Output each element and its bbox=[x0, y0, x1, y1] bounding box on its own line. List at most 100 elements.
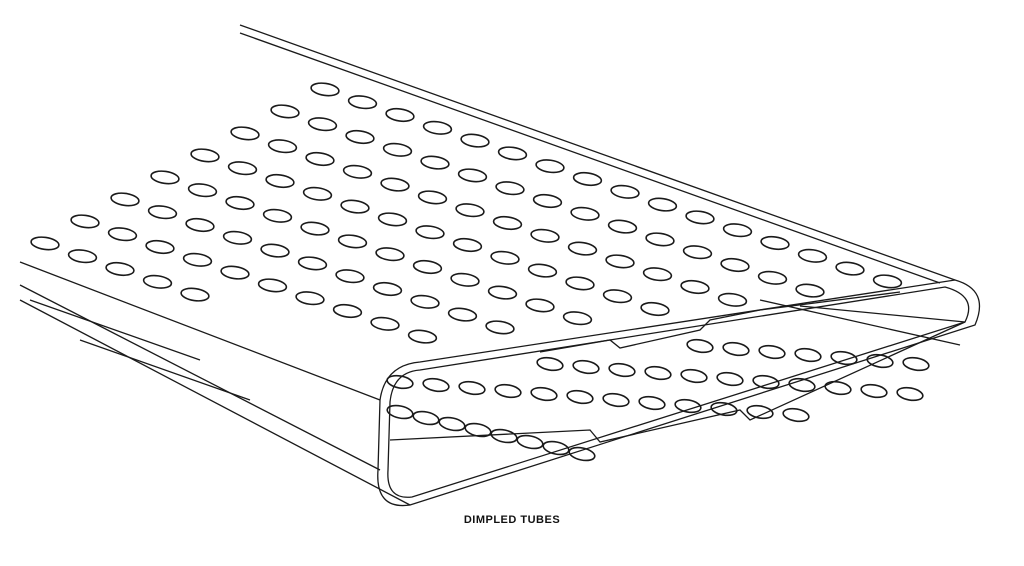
inner-dimple bbox=[830, 350, 858, 366]
dimple bbox=[265, 173, 295, 189]
dimple bbox=[347, 95, 378, 110]
dimple bbox=[570, 206, 600, 221]
dimple bbox=[407, 329, 438, 344]
dimple bbox=[302, 186, 333, 201]
dimple bbox=[645, 232, 675, 247]
inner-dimple bbox=[458, 380, 486, 396]
dimple bbox=[342, 164, 373, 179]
dimple bbox=[567, 241, 598, 256]
inner-dimple bbox=[794, 347, 822, 363]
inner-dimple bbox=[782, 407, 810, 423]
dimple bbox=[527, 263, 558, 278]
dimple bbox=[722, 223, 753, 238]
dimple bbox=[335, 269, 365, 284]
dimple bbox=[642, 267, 673, 282]
inner-dimple bbox=[824, 380, 852, 396]
dimple bbox=[532, 193, 563, 209]
dimple bbox=[415, 225, 445, 240]
dimple bbox=[187, 183, 218, 198]
dimple bbox=[332, 303, 363, 319]
dimple bbox=[492, 215, 523, 231]
dimple bbox=[422, 120, 453, 135]
dimple bbox=[420, 155, 450, 170]
inner-dimple bbox=[412, 410, 440, 426]
inner-dimple bbox=[494, 383, 522, 399]
dimple bbox=[337, 234, 368, 249]
inner-dimple bbox=[860, 383, 888, 399]
dimple bbox=[680, 279, 710, 295]
inner-dimple bbox=[638, 395, 666, 411]
inner-dimple bbox=[686, 338, 714, 354]
dimple bbox=[455, 203, 485, 218]
dimple bbox=[640, 301, 670, 317]
dimple bbox=[490, 250, 520, 265]
dimple bbox=[377, 212, 408, 227]
dimple bbox=[30, 236, 60, 251]
inner-dimple bbox=[572, 359, 600, 375]
inner-dimple bbox=[530, 386, 558, 402]
inner-dimple bbox=[752, 374, 780, 390]
dimple bbox=[260, 243, 290, 258]
dimple bbox=[605, 254, 635, 269]
dimple bbox=[222, 230, 253, 245]
dimple bbox=[180, 287, 210, 302]
inner-dimple bbox=[680, 368, 708, 384]
dimple bbox=[835, 261, 865, 276]
dimple bbox=[610, 184, 640, 199]
inner-dimple bbox=[386, 374, 414, 390]
dimple bbox=[70, 214, 100, 229]
inner-dimple bbox=[602, 392, 630, 408]
dimple bbox=[305, 151, 335, 167]
dimple bbox=[412, 259, 443, 275]
dimple bbox=[372, 281, 403, 297]
dimple bbox=[145, 239, 175, 255]
inner-dimple bbox=[422, 377, 450, 393]
dimple bbox=[457, 168, 488, 183]
tube-outline bbox=[19, 24, 981, 507]
dimple bbox=[685, 210, 715, 225]
dimple bbox=[67, 249, 98, 264]
dimple bbox=[295, 291, 325, 306]
inner-dimple bbox=[608, 362, 636, 378]
dimple bbox=[872, 274, 903, 289]
dimple bbox=[460, 133, 490, 148]
dimple bbox=[530, 228, 560, 243]
dimple bbox=[382, 142, 413, 157]
inner-dimple bbox=[438, 416, 466, 432]
dimple bbox=[190, 148, 220, 163]
inner-dimple-rows bbox=[386, 338, 930, 462]
dimple bbox=[417, 190, 448, 205]
dimple bbox=[797, 248, 828, 263]
dimple bbox=[497, 146, 528, 161]
dimple bbox=[602, 289, 633, 304]
dimple bbox=[535, 159, 565, 174]
inner-dimple bbox=[902, 356, 930, 372]
dimple bbox=[385, 107, 415, 123]
dimple bbox=[607, 219, 638, 234]
dimple bbox=[340, 199, 370, 214]
dimple bbox=[562, 311, 593, 326]
dimple bbox=[300, 221, 330, 236]
inner-dimple bbox=[644, 365, 672, 381]
dimple bbox=[182, 252, 213, 267]
dimple bbox=[107, 227, 138, 242]
dimple bbox=[105, 261, 135, 277]
dimple bbox=[795, 283, 825, 298]
dimple bbox=[227, 161, 258, 176]
dimple bbox=[110, 192, 140, 207]
dimple bbox=[410, 294, 440, 309]
inner-dimple bbox=[788, 377, 816, 393]
inner-dimple bbox=[674, 398, 702, 414]
dimple bbox=[370, 316, 400, 331]
dimple bbox=[487, 285, 518, 300]
dimple bbox=[380, 177, 410, 192]
figure-caption: DIMPLED TUBES bbox=[463, 514, 561, 526]
dimple bbox=[310, 82, 340, 97]
dimple bbox=[757, 270, 788, 285]
dimple bbox=[142, 274, 173, 289]
inner-dimple bbox=[490, 428, 518, 444]
dimple bbox=[717, 292, 748, 307]
dimple bbox=[720, 257, 750, 273]
